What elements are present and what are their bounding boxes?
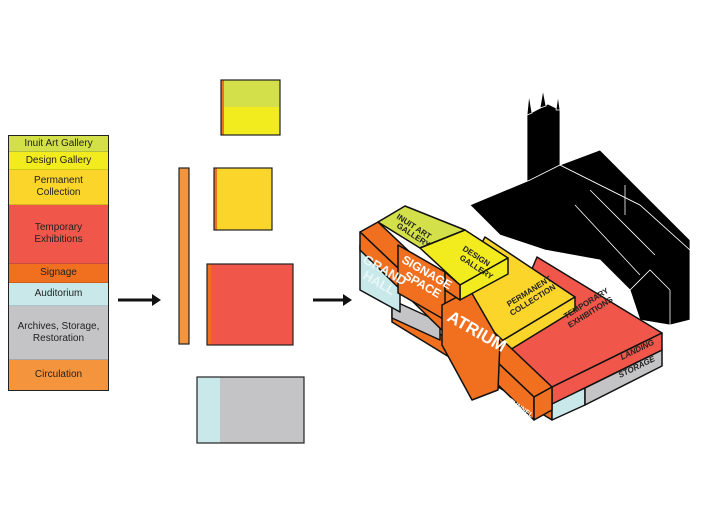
legend-signage: Signage bbox=[9, 264, 108, 283]
legend-auditorium: Auditorium bbox=[9, 283, 108, 306]
arrow-icon bbox=[313, 294, 352, 306]
museum-axonometric bbox=[359, 205, 663, 421]
legend-permanent-collection: Permanent Collection bbox=[9, 170, 108, 205]
legend-archives-storage-restoration: Archives, Storage, Restoration bbox=[9, 306, 108, 360]
program-legend: Inuit Art Gallery Design Gallery Permane… bbox=[8, 135, 109, 391]
church-silhouette bbox=[469, 89, 691, 326]
gallery-block bbox=[220, 79, 281, 136]
arrow-icon bbox=[118, 294, 161, 306]
legend-inuit-art-gallery: Inuit Art Gallery bbox=[9, 136, 108, 152]
legend-design-gallery: Design Gallery bbox=[9, 152, 108, 170]
permanent-block bbox=[213, 167, 273, 231]
archives-block bbox=[196, 376, 305, 444]
legend-temporary-exhibitions: Temporary Exhibitions bbox=[9, 205, 108, 264]
legend-circulation: Circulation bbox=[9, 360, 108, 390]
temporary-block bbox=[206, 263, 294, 346]
circulation-bar bbox=[178, 167, 190, 345]
